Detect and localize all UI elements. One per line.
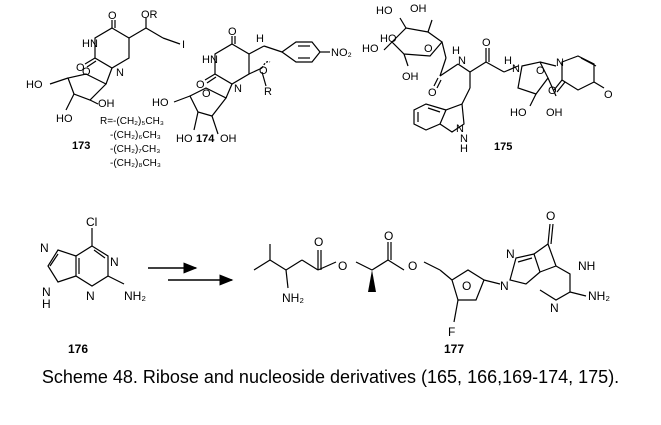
atom-label: F	[448, 325, 455, 339]
atom-label: O	[482, 37, 491, 49]
atom-label: O	[338, 259, 347, 273]
compound-number-176: 176	[68, 342, 88, 356]
atom-label: NH₂	[282, 291, 304, 305]
compound-number-173: 173	[72, 140, 90, 152]
compound-177-labels: O O O O NH₂ O N NH O N N NH₂ F	[282, 209, 610, 339]
atom-label: O	[604, 89, 613, 101]
atom-label: O	[424, 43, 433, 55]
atom-label: O	[196, 79, 205, 91]
atom-label: N	[458, 55, 466, 67]
atom-label: N	[460, 133, 468, 145]
atom-label: O	[548, 85, 557, 97]
atom-label: N	[42, 285, 51, 299]
atom-label: HO	[510, 107, 527, 119]
atom-label: NH	[578, 259, 595, 273]
atom-label: HO	[376, 5, 393, 17]
r-group-line: R=-(CH₂)₅CH₃	[100, 116, 164, 127]
compound-173	[49, 18, 181, 111]
atom-label: H	[460, 143, 468, 155]
atom-label: Cl	[86, 215, 97, 229]
atom-label: O	[462, 279, 471, 293]
atom-label: HO	[380, 33, 397, 45]
atom-label: N	[40, 241, 49, 255]
atom-label: I	[182, 39, 185, 51]
atom-label: OR	[141, 9, 158, 21]
atom-label: O	[408, 259, 417, 273]
atom-label: N	[116, 67, 124, 79]
atom-label: HN	[202, 54, 218, 66]
compound-177	[253, 223, 587, 323]
compound-176	[47, 228, 125, 287]
atom-label: N	[550, 301, 559, 315]
compound-173-labels: O OR HN I O N HO O OH HO	[26, 9, 185, 125]
atom-label: O	[384, 229, 393, 243]
atom-label: N	[86, 289, 95, 303]
atom-label: NH₂	[588, 289, 610, 303]
atom-label: HO	[56, 113, 73, 125]
figure-caption: Scheme 48. Ribose and nucleoside derivat…	[41, 367, 620, 387]
atom-label: O	[108, 10, 117, 22]
atom-label: HN	[82, 38, 98, 50]
compound-number-175: 175	[494, 141, 512, 153]
compound-174	[173, 36, 330, 135]
atom-label: OH	[410, 3, 427, 15]
atom-label: OH	[402, 71, 419, 83]
atom-label: NH₂	[124, 289, 146, 303]
atom-label: H	[42, 297, 51, 311]
atom-label: N	[506, 247, 515, 261]
atom-label: H	[452, 45, 460, 57]
atom-label: O	[76, 62, 85, 74]
atom-label: HO	[26, 79, 43, 91]
atom-label: OH	[546, 107, 563, 119]
compound-174-labels: O H HN NO₂ O O N R HO O HO OH	[152, 26, 352, 145]
atom-label: R	[264, 86, 272, 98]
atom-label: N	[110, 255, 119, 269]
reaction-arrows	[148, 262, 234, 286]
atom-label: NO₂	[331, 47, 352, 59]
atom-label: O	[228, 26, 237, 38]
atom-label: O	[259, 65, 268, 77]
atom-label: N	[456, 123, 464, 135]
r-group-line: -(CH₂)₇CH₃	[110, 144, 160, 155]
atom-label: HO	[362, 43, 379, 55]
atom-label: H	[504, 55, 512, 67]
atom-label: OH	[220, 133, 237, 145]
compound-number-174: 174	[196, 133, 215, 145]
atom-label: O	[314, 235, 323, 249]
compound-number-177: 177	[444, 342, 464, 356]
atom-label: N	[556, 57, 564, 69]
compound-175-labels: HO OH HO O HO OH O H N O N H N O N O O N…	[362, 3, 613, 155]
atom-label: N	[234, 83, 242, 95]
compound-176-labels: Cl N N N H N NH₂	[40, 215, 146, 311]
atom-label: O	[428, 87, 437, 99]
atom-label: H	[256, 33, 264, 45]
atom-label: N	[512, 63, 520, 75]
compound-175	[383, 17, 605, 133]
atom-label: OH	[98, 98, 115, 110]
atom-label: O	[202, 88, 211, 100]
r-group-line: -(CH₂)₆CH₃	[110, 130, 161, 141]
r-group-definition: R=-(CH₂)₅CH₃ -(CH₂)₆CH₃ -(CH₂)₇CH₃ -(CH₂…	[100, 116, 164, 169]
atom-label: HO	[152, 97, 169, 109]
atom-label: O	[536, 65, 545, 77]
r-group-line: -(CH₂)₈CH₃	[110, 158, 161, 169]
atom-label: O	[82, 66, 91, 78]
atom-label: N	[500, 279, 509, 293]
atom-label: HO	[176, 133, 193, 145]
atom-label: O	[546, 209, 555, 223]
